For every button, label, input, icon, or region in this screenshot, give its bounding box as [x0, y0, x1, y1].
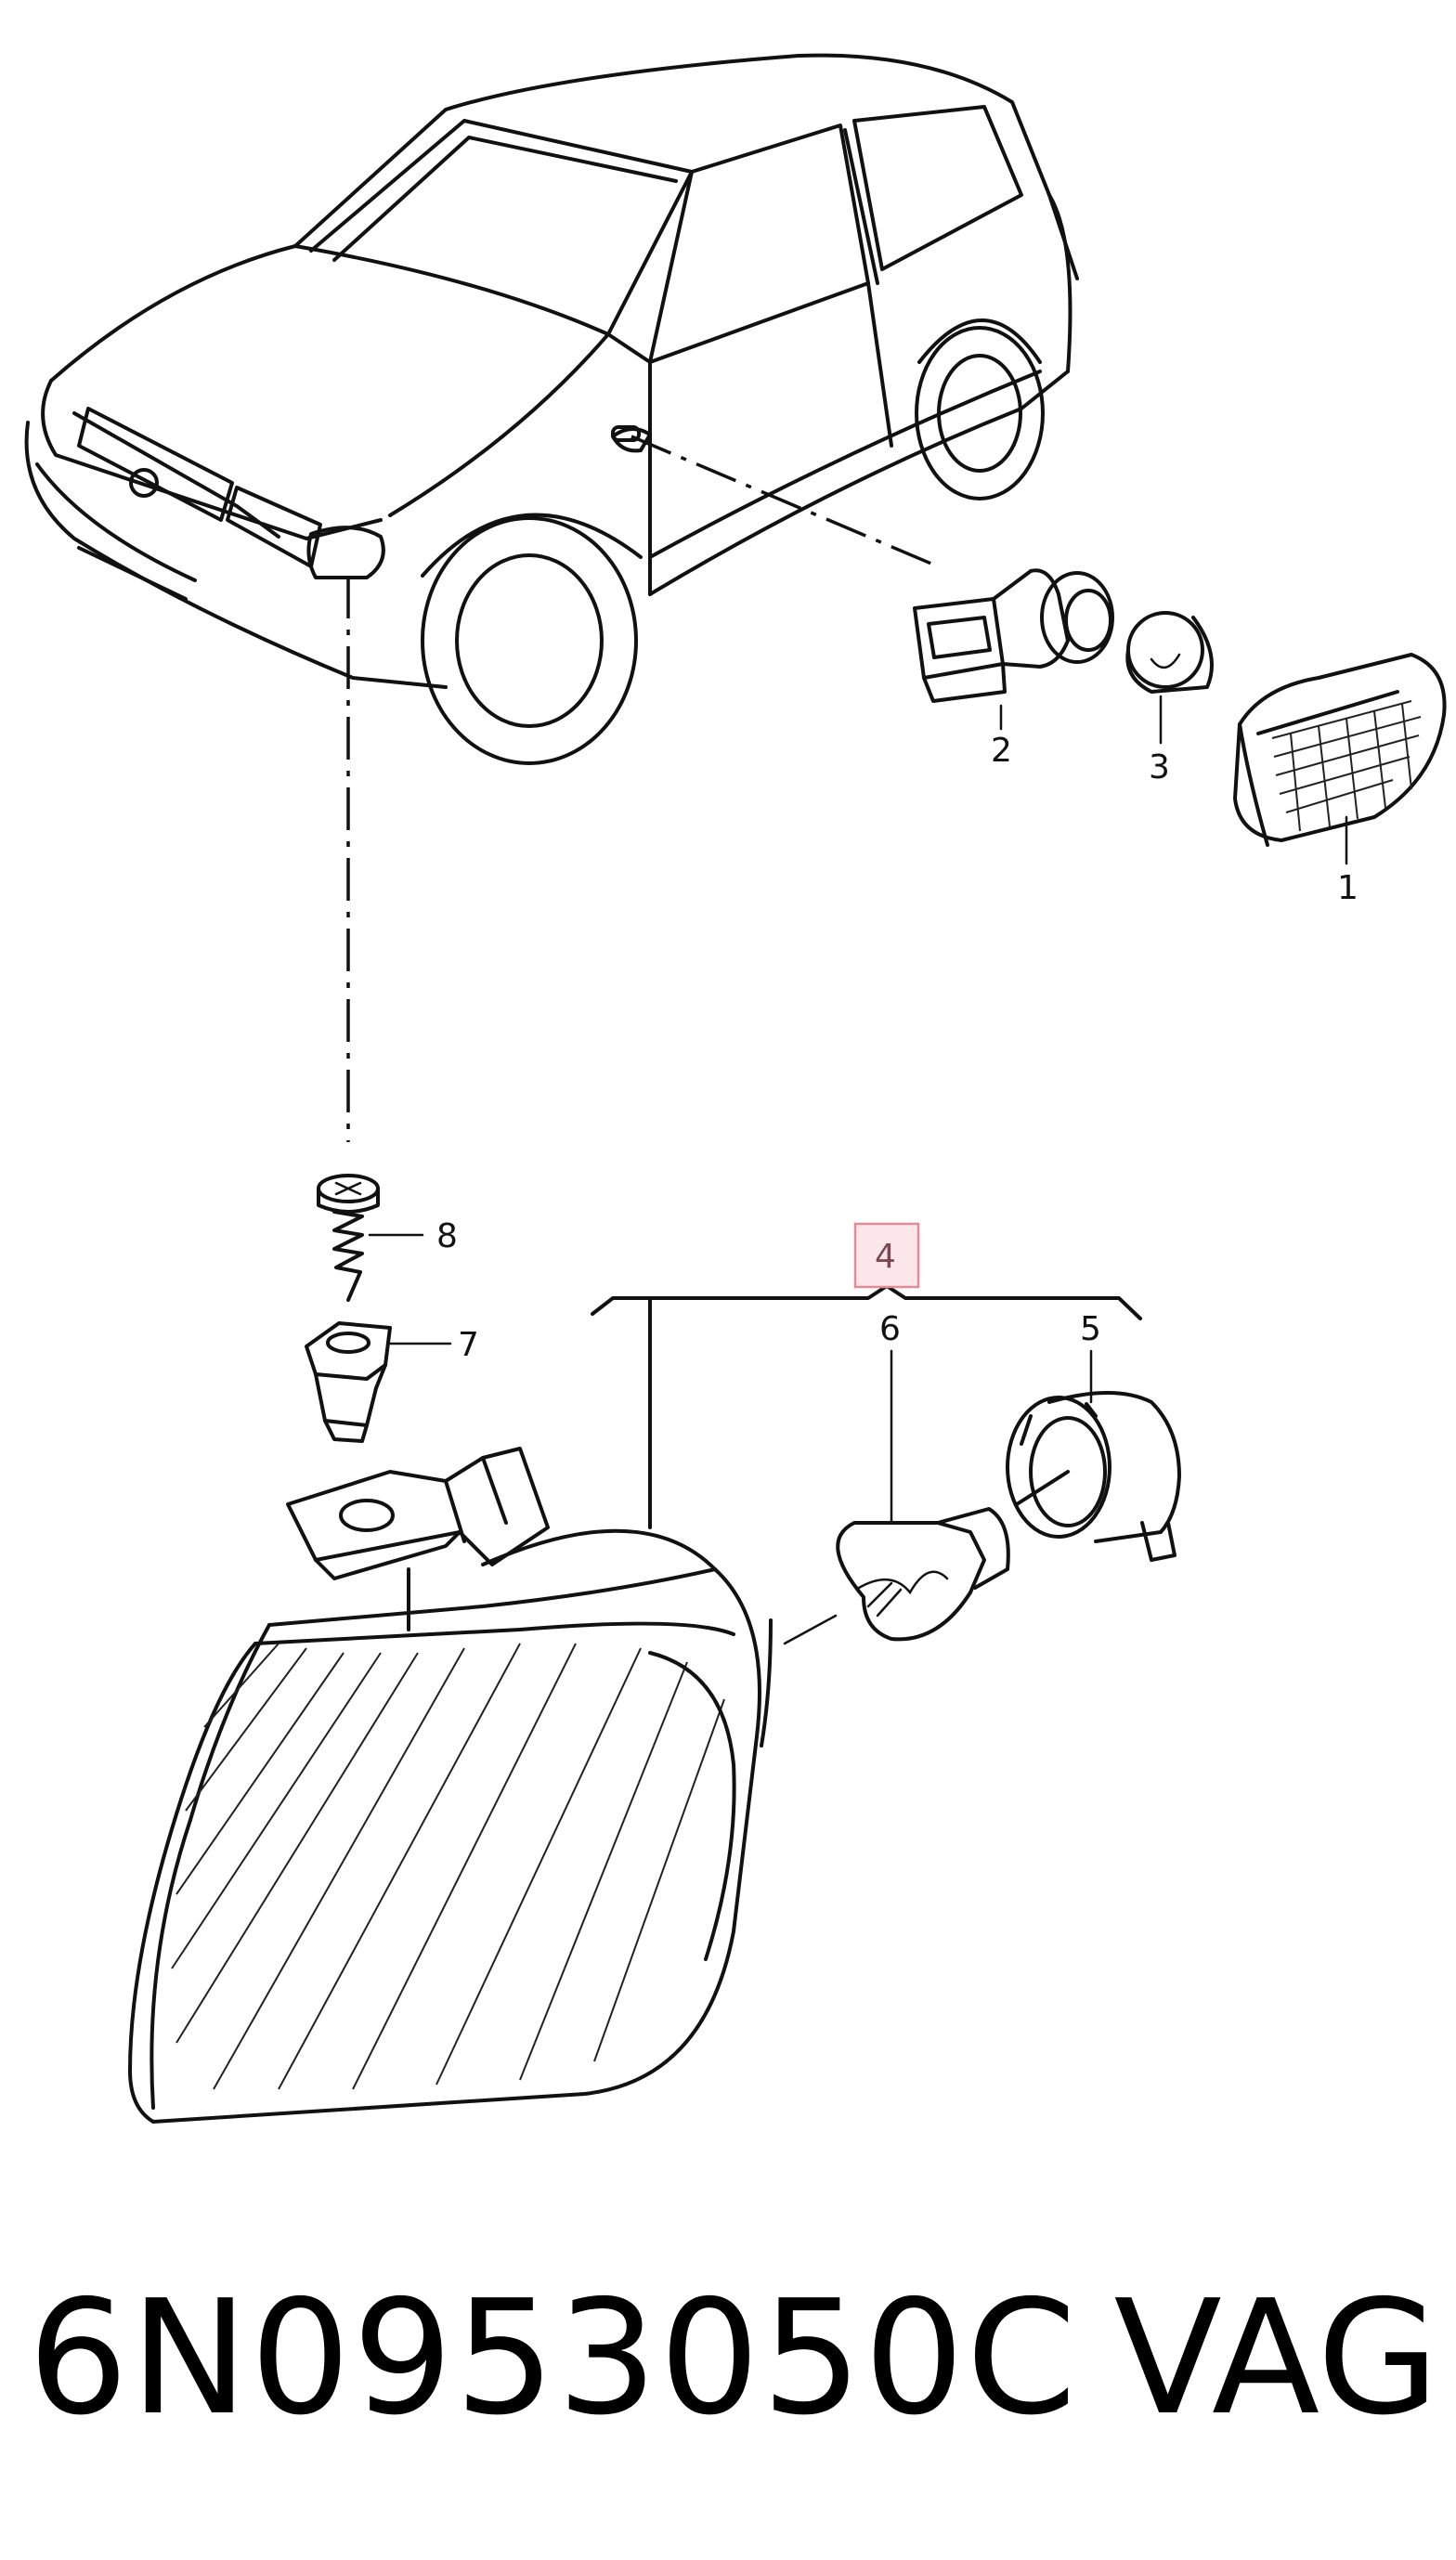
- side-marker-lens-part: [1233, 653, 1447, 847]
- part-number: 6N0953050C: [28, 2267, 1079, 2450]
- assembly-bracket: [591, 1284, 1142, 1320]
- callout-2: 2: [991, 732, 1012, 770]
- indicator-lamp-housing: [128, 1528, 773, 2124]
- callout-1: 1: [1337, 869, 1358, 907]
- callout-4: 4: [875, 1238, 896, 1276]
- screw-part: [317, 1174, 380, 1302]
- bulb-holder-part: [913, 568, 1114, 703]
- clip-nut-part: [305, 1321, 392, 1443]
- wedge-bulb-part: [1125, 611, 1214, 694]
- callout-4-highlight-box[interactable]: [853, 1222, 920, 1289]
- callout-6: 6: [879, 1310, 901, 1348]
- callout-8: 8: [436, 1217, 458, 1255]
- callout-leaders: [368, 695, 1348, 1525]
- callout-5: 5: [1080, 1310, 1101, 1348]
- mounting-bracket: [286, 1447, 550, 1580]
- callout-7: 7: [458, 1326, 479, 1364]
- footer: 6N0953050C VAG: [28, 2266, 1439, 2489]
- car-illustration: [24, 53, 1079, 765]
- callout-3: 3: [1149, 748, 1170, 786]
- bulb-socket-part: [1006, 1391, 1181, 1562]
- brand-name: VAG: [1113, 2267, 1439, 2450]
- leader-line-side-marker: [630, 435, 939, 568]
- indicator-bulb-part: [783, 1507, 1010, 1645]
